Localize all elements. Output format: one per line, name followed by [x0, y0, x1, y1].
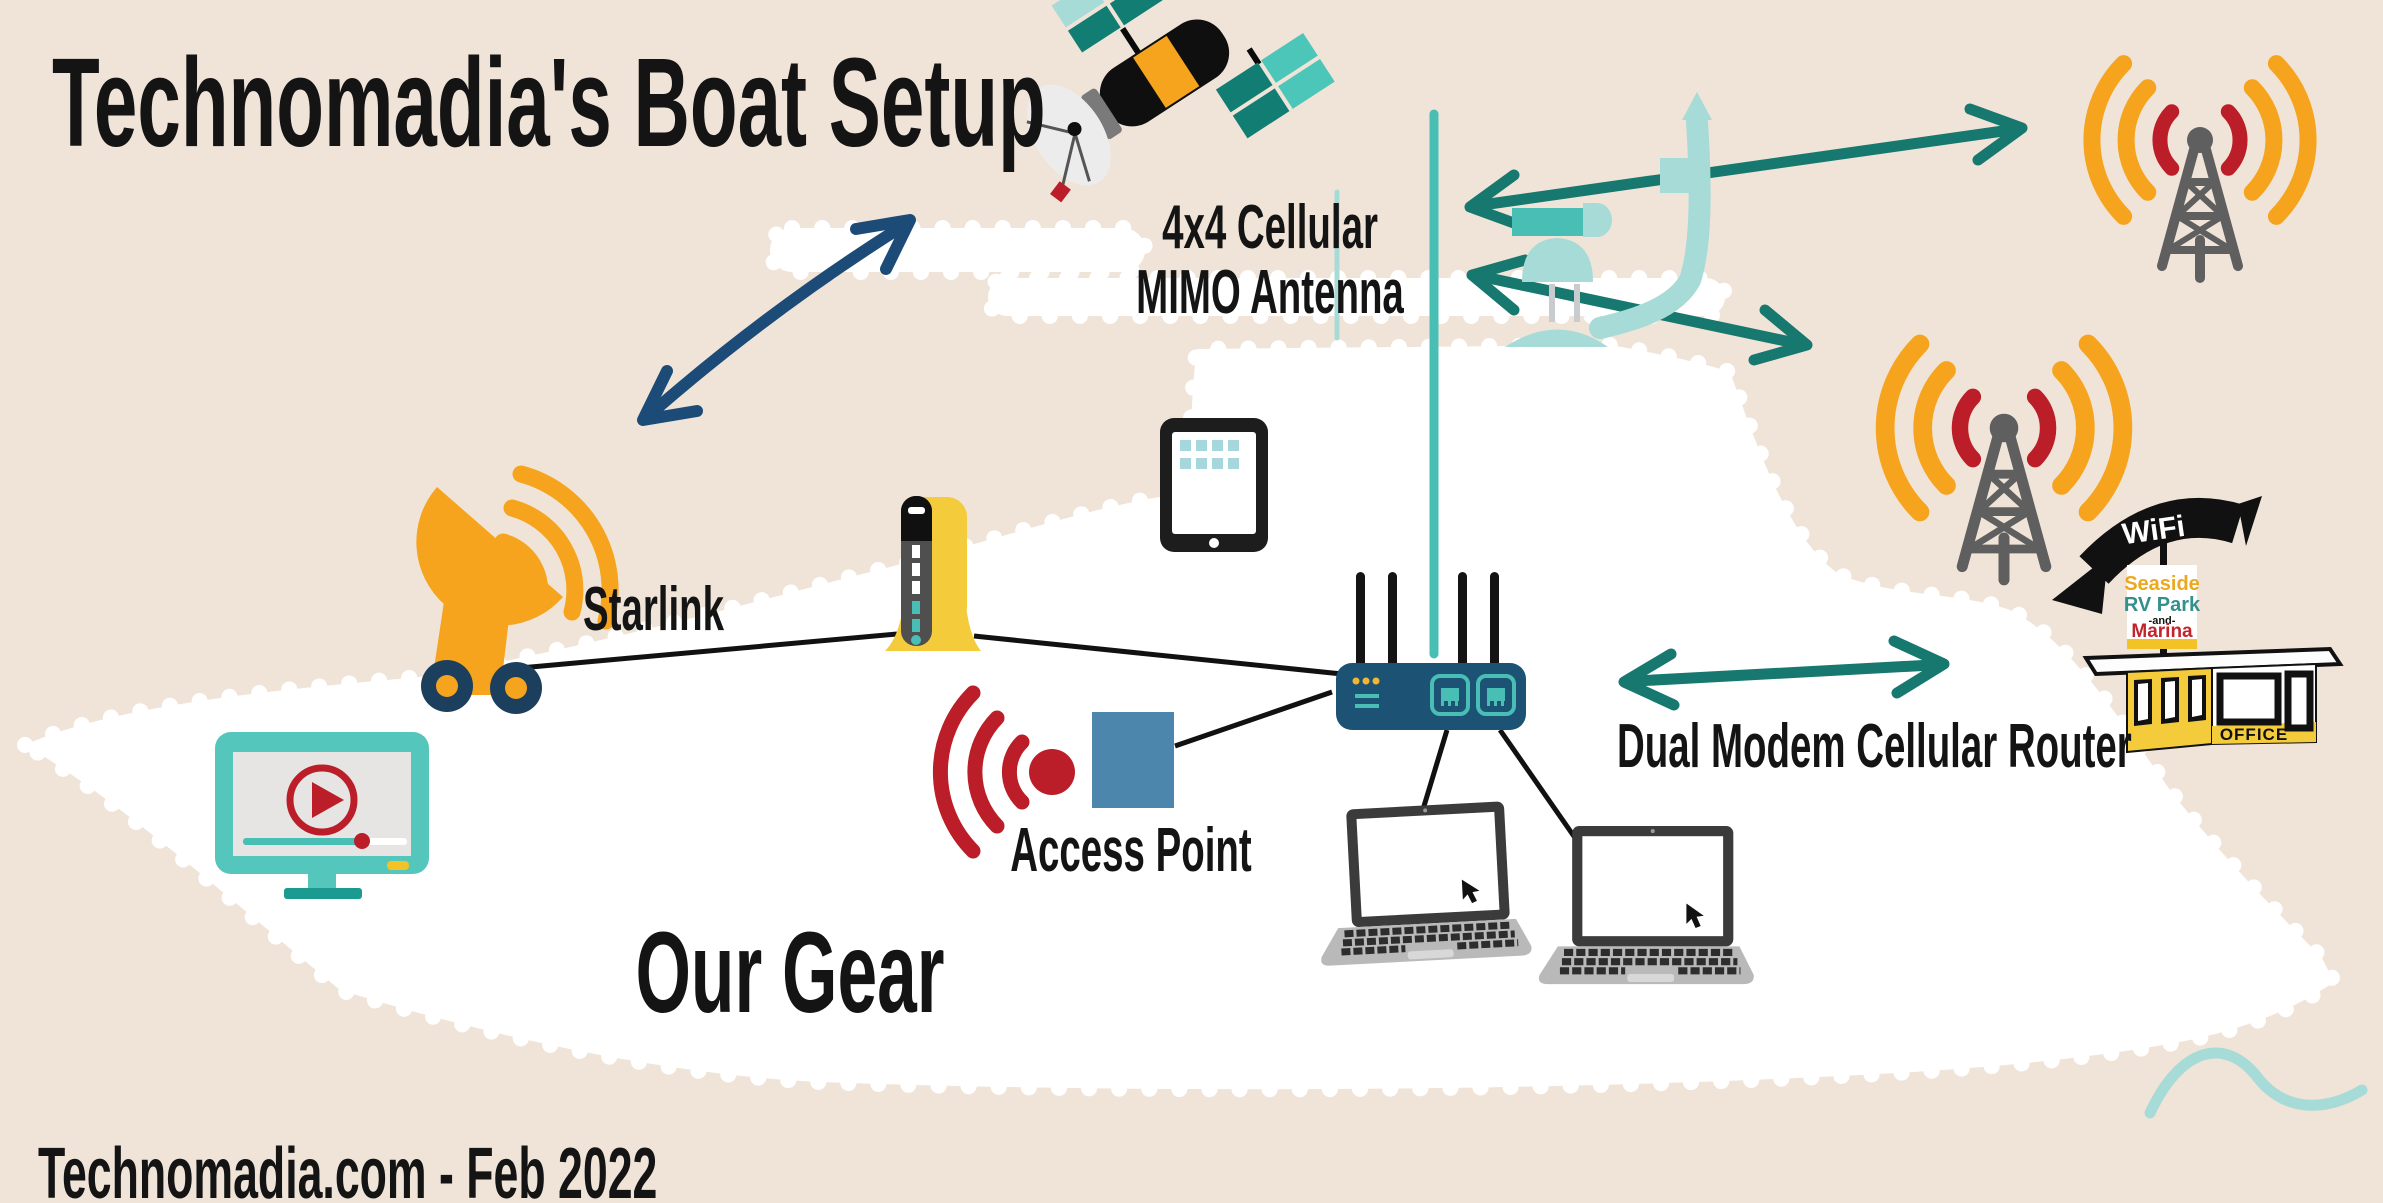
credit-line: Technomadia.com - Feb 2022: [38, 1134, 658, 1203]
wifi-banner: [2079, 497, 2244, 585]
cell-tower-icon: [2092, 64, 2308, 278]
wifi-dot: [1029, 749, 1075, 795]
dish-bowl: [416, 487, 563, 626]
cellular-link-arrow-upper: [1464, 103, 2028, 232]
dual-modem-router-label: Dual Modem Cellular Router: [1617, 712, 2132, 781]
access-point-box: [1092, 712, 1174, 808]
mast-bracket: [1660, 158, 1690, 193]
satellite-icon: [1026, 0, 1335, 203]
office-label: OFFICE: [2220, 725, 2288, 744]
router-antenna: [1490, 572, 1499, 672]
progress-handle: [354, 833, 370, 849]
router-antenna: [1388, 572, 1397, 672]
satellite-dish: [1027, 84, 1111, 186]
marina-wifi-link-arrow: [1618, 635, 1950, 711]
banner-arrow-icon: [2052, 556, 2108, 614]
solar-panel: [1051, 0, 1163, 53]
solar-panel: [1215, 33, 1335, 139]
office-window: [2216, 672, 2282, 726]
boat-hardtop-strip: [762, 220, 1153, 280]
starlink-label: Starlink: [583, 575, 725, 644]
play-button-icon: [286, 764, 358, 836]
sign-line: Seaside: [2124, 573, 2200, 595]
radar-dome: [1522, 238, 1593, 282]
satellite-link-arrow: [637, 214, 916, 426]
antenna-arrow-icon: [1682, 92, 1712, 120]
cable-access-point-to-router: [1174, 689, 1333, 749]
tv-base: [284, 888, 362, 899]
cell-tower-icon: [1885, 344, 2123, 580]
sign-line: RV Park: [2124, 594, 2201, 616]
radar-unit: [1512, 208, 1590, 236]
wave-squiggle: [2144, 1047, 2368, 1119]
satellite-band: [1133, 35, 1200, 108]
radar-arch: [1589, 111, 1711, 339]
wifi-access-point-icon: [932, 685, 1174, 859]
dome-base: [1505, 329, 1608, 347]
sign-line: -and-: [2149, 615, 2176, 627]
satellite-collar: [1081, 88, 1122, 139]
office-door: [2284, 670, 2314, 732]
router-antenna: [1458, 572, 1467, 672]
starlink-router-icon: [885, 496, 981, 651]
office-windows: [2134, 675, 2206, 726]
app-grid: [1180, 440, 1239, 469]
marina-office-icon: WiFi Seaside RV Park -and- Marina OFFICE: [2052, 496, 2344, 754]
boat-silhouette: [7, 220, 2345, 1098]
cable-starlink-to-router: [519, 631, 898, 671]
ethernet-port-icon: [1430, 674, 1470, 716]
network-cables: [519, 631, 1583, 847]
dual-modem-router-icon: [1336, 572, 1526, 730]
boat-superstructure: [1505, 92, 1712, 347]
antenna-pole: [1693, 100, 1702, 150]
cable-router-to-laptop2: [1497, 728, 1583, 847]
access-point-label: Access Point: [1010, 816, 1252, 885]
tv-power-light: [387, 861, 409, 870]
park-sign: [2127, 565, 2197, 647]
our-gear-label: Our Gear: [635, 909, 945, 1037]
page-title: Technomadia's Boat Setup: [52, 32, 1046, 173]
home-button: [1209, 538, 1219, 548]
feed-tip: [1050, 181, 1071, 203]
tv-stand: [308, 874, 336, 890]
sign-line: Marina: [2131, 621, 2193, 642]
video-monitor-icon: [215, 732, 429, 899]
radar-unit-cap: [1583, 203, 1612, 237]
router-antenna: [1356, 572, 1365, 672]
progress-bar: [243, 838, 361, 845]
cable-router-to-cellular-router: [973, 633, 1343, 677]
tablet-icon: [1160, 418, 1268, 552]
cable-router-to-laptop1: [1418, 729, 1450, 817]
ethernet-port-icon: [1476, 674, 1516, 716]
starlink-dish-icon: [416, 465, 619, 714]
office-roof: [2082, 646, 2344, 677]
